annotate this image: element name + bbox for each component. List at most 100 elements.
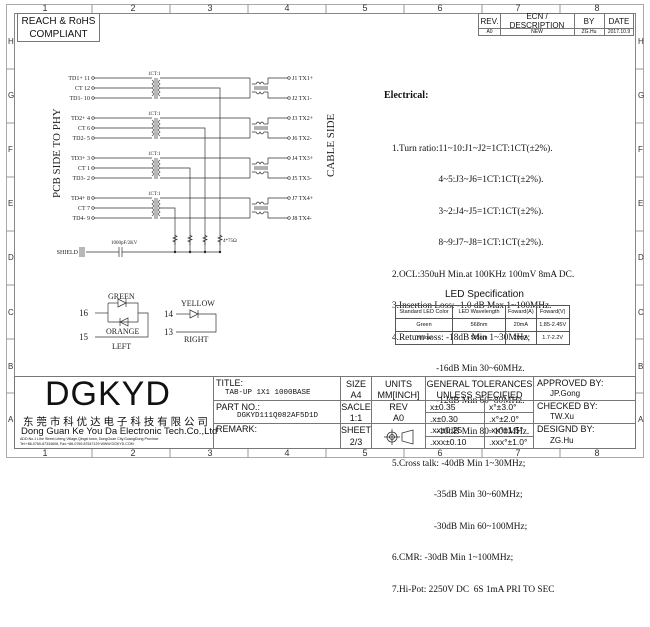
transformer-ratio: 1CT:1 — [148, 112, 161, 117]
cable-side-label: CABLE SIDE — [325, 113, 337, 177]
col-6: 6 — [437, 448, 443, 458]
tolerance-angular: .xxx°±1.0° — [489, 437, 528, 447]
row-H: H — [638, 37, 644, 46]
approved-value: JP.Gong — [550, 389, 581, 398]
spec-line: -16dB Min 30~60MHz. — [392, 364, 525, 374]
spec-line: -30dB Min 60~100MHz; — [392, 521, 528, 532]
col-7: 7 — [515, 448, 521, 458]
compliance-line1: REACH & RoHS — [21, 16, 96, 27]
title-block: DGKYD 东 莞 市 科 优 达 电 子 科 技 有 限 公 司 Dong G… — [14, 375, 636, 449]
transformer-ratio: 1CT:1 — [148, 152, 161, 157]
tolerance-angular: x°±3.0° — [489, 402, 517, 412]
pin-label: CT 12 — [75, 86, 90, 92]
spec-line: -35dB Min 30~60MHz; — [392, 490, 523, 500]
tolerance-angular: .x°±2.0° — [489, 414, 519, 424]
spec-line: 8~9:J7~J8=1CT:1CT(±2%). — [392, 238, 544, 248]
sheet-label: SHEET — [341, 425, 372, 435]
rev-value: A0 — [486, 28, 493, 35]
col-4: 4 — [284, 448, 290, 458]
col-3: 3 — [207, 3, 213, 13]
col-2: 2 — [130, 3, 136, 13]
pin-terminals — [91, 76, 291, 220]
transformer-ratio: 1CT:1 — [148, 72, 161, 77]
transformer-schematic: TD1+ 11 CT 12 TD1- 10 TD2+ 4 CT 6 TD2- 5… — [51, 72, 337, 257]
pin-label: CT 7 — [78, 206, 90, 212]
tolerance-angular: .xx°±1.5° — [489, 425, 524, 435]
pin-label: TD4+ 8 — [71, 196, 90, 202]
pin-label: J3 TX2+ — [292, 116, 314, 122]
cell: 1.7-2.2V — [535, 331, 570, 345]
company-logo: DGKYD — [45, 375, 171, 413]
pin-label: TD3+ 3 — [71, 156, 90, 162]
spec-line: 7.Hi-Pot: 2250V DC 6S 1mA PRI TO SEC — [392, 584, 555, 595]
col-8: 8 — [594, 448, 600, 458]
row-B: B — [638, 362, 644, 371]
pin-label: J8 TX4- — [292, 216, 312, 222]
pcb-side-label: PCB SIDE TO PHY — [51, 108, 63, 198]
spec-line: 6.CMR: -30dB Min 1~100MHz; — [392, 553, 514, 563]
part-no-value: DGKYD111Q082AF5D1D — [237, 412, 319, 420]
pin-label: TD2+ 4 — [71, 116, 90, 122]
shield-label: SHIELD — [57, 250, 79, 256]
row-A: A — [8, 415, 14, 424]
title-label: TITLE: — [216, 378, 244, 388]
tolerance-linear: .xx±0.25 — [430, 425, 463, 435]
company-contact: Tel:+86-0769-87334608, Fax:+86-0769-8764… — [20, 442, 134, 446]
date-header: DATE — [608, 16, 630, 26]
row-D: D — [8, 253, 14, 262]
by-value: ZG.Hu — [581, 28, 597, 35]
scale-label: SACLE — [341, 401, 371, 412]
row-A: A — [638, 415, 644, 424]
third-angle-projection-icon — [384, 429, 414, 445]
col-1: 1 — [42, 3, 48, 13]
pin-label: TD2- 5 — [73, 136, 91, 142]
units-value: MM[INCH] — [377, 389, 420, 400]
col-3: 3 — [207, 448, 213, 458]
ecn-header: ECN / DESCRIPTION — [509, 12, 565, 30]
col-7: 7 — [515, 3, 521, 13]
table-header-row: Standard LED Color LED Wavelength Foward… — [395, 305, 570, 319]
remark-label: REMARK: — [216, 424, 258, 434]
led-pin-13: 13 — [164, 327, 174, 337]
spec-line: 2.OCL:350uH Min.at 100KHz 100mV 8mA DC. — [392, 269, 575, 280]
sheet-value: 2/3 — [349, 437, 363, 447]
primary-wires — [94, 77, 152, 219]
led-pin-15: 15 — [79, 332, 89, 342]
col-5: 5 — [362, 3, 368, 13]
shield-bus — [79, 247, 220, 257]
spec-line: 4~5:J3~J6=1CT:1CT(±2%). — [392, 175, 544, 185]
size-value: A4 — [350, 389, 362, 400]
designed-value: ZG.Hu — [550, 436, 574, 445]
tolerances-subheader: UNLESS SPECIFIED — [436, 389, 523, 400]
pin-label: CT 6 — [78, 126, 90, 132]
led-right-label: RIGHT — [184, 335, 209, 344]
units-label: UNITS — [385, 378, 412, 389]
company-name-en: Dong Guan Ke You Da Electronic Tech.Co.,… — [21, 426, 218, 437]
col-8: 8 — [594, 3, 600, 13]
table-row: Green 568nm 20mA 1.85-2.45V — [395, 318, 570, 332]
designed-label: DESIGND BY: — [537, 424, 595, 434]
junction-dots — [173, 250, 222, 254]
tolerance-linear: .xxx±0.10 — [430, 437, 467, 447]
col-4: 4 — [284, 3, 290, 13]
company-name-cn: 东 莞 市 科 优 达 电 子 科 技 有 限 公 司 — [23, 416, 208, 428]
spec-line: 3~2:J4~J5=1CT:1CT(±2%). — [392, 206, 544, 217]
led-left-label: LEFT — [112, 342, 131, 351]
col-2: 2 — [130, 448, 136, 458]
led-color-yellow: YELLOW — [181, 299, 215, 308]
rev-label: REV — [389, 401, 408, 412]
pin-label: J2 TX1- — [292, 96, 312, 102]
compliance-line2: COMPLIANT — [29, 29, 88, 40]
revision-table: REV. ECN / DESCRIPTION BY DATE A0 NEW ZG… — [478, 12, 634, 36]
led-spec-title: LED Specification — [445, 289, 524, 300]
row-B: B — [8, 362, 14, 371]
checked-value: TW.Xu — [550, 412, 575, 421]
pin-label: J6 TX2- — [292, 136, 312, 142]
tolerance-linear: .x±0.30 — [430, 414, 458, 424]
row-C: C — [8, 308, 14, 317]
pin-label: TD4- 9 — [73, 216, 91, 222]
checked-label: CHECKED BY: — [537, 401, 598, 411]
common-mode-chokes — [252, 81, 268, 215]
part-no-label: PART NO.: — [216, 402, 261, 412]
spec-line: -10dB Min 80~100MHz. — [392, 427, 530, 437]
